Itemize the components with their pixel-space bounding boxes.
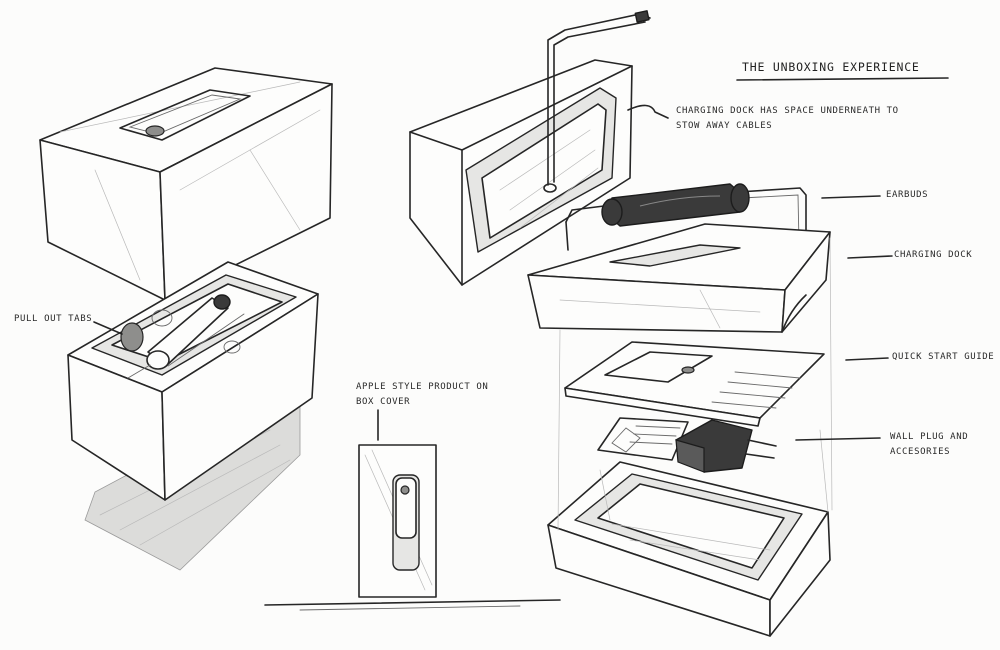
label-pull-out-tabs: Pull out tabs xyxy=(14,314,93,324)
charging-dock-underside-sketch xyxy=(409,10,651,286)
box-base-sketch xyxy=(67,261,319,571)
box-lid-sketch xyxy=(39,67,333,301)
pull-out-tabs-leader xyxy=(93,321,123,335)
label-wall-plug: Wall plug and accesories xyxy=(890,430,968,460)
earbuds-leader xyxy=(821,195,881,199)
charging-dock-space-leader xyxy=(627,104,669,119)
label-earbuds: Earbuds xyxy=(886,190,929,200)
label-charging-dock-space: Charging dock has space underneath to st… xyxy=(676,104,899,134)
charging-dock-sketch xyxy=(527,223,831,333)
quick-start-guide-sketch xyxy=(564,341,825,427)
wall-plug-leader xyxy=(795,437,881,441)
label-charging-dock-space-line1: Charging dock has space underneath to xyxy=(676,106,899,116)
label-apple-style-line2: box cover xyxy=(356,397,411,407)
label-charging-dock: Charging dock xyxy=(894,250,973,260)
title-underline xyxy=(736,77,949,81)
quick-start-guide-leader xyxy=(845,357,889,361)
label-wall-plug-line2: accesories xyxy=(890,447,951,457)
sheet-title: The Unboxing Experience xyxy=(742,60,920,74)
earbuds-sketch xyxy=(565,183,807,301)
label-charging-dock-space-line2: stow away cables xyxy=(676,121,773,131)
wall-plug-sketch xyxy=(597,417,777,473)
box-cover-front-sketch xyxy=(264,409,561,611)
bottom-box-sketch xyxy=(547,429,831,637)
label-apple-style: Apple style product on box cover xyxy=(356,380,488,410)
label-quick-start-guide: Quick start guide xyxy=(892,352,995,362)
label-apple-style-line1: Apple style product on xyxy=(356,382,489,392)
label-wall-plug-line1: Wall plug and xyxy=(890,432,969,442)
charging-dock-leader xyxy=(847,255,893,259)
